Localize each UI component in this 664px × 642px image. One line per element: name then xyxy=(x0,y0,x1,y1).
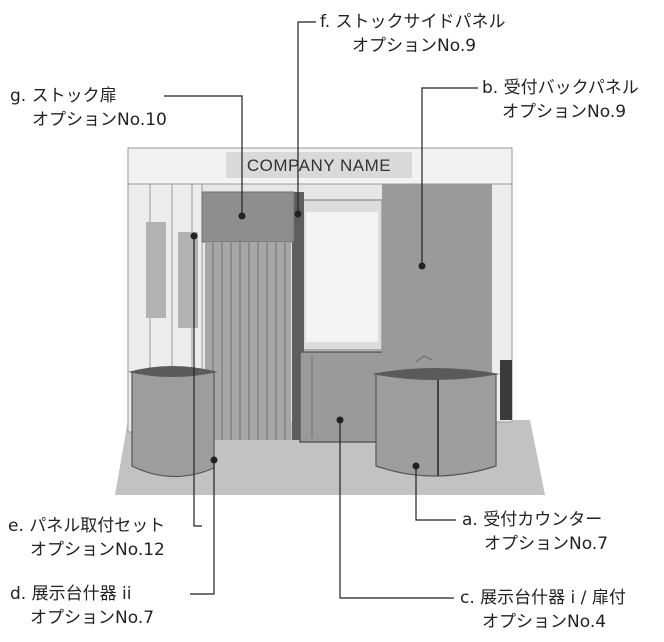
callout-a-title: a. 受付カウンター xyxy=(462,510,603,530)
callout-d-option: オプションNo.7 xyxy=(30,608,155,628)
callout-e-option: オプションNo.12 xyxy=(30,540,165,560)
callout-b-option: オプションNo.9 xyxy=(502,102,627,122)
reception-counter xyxy=(372,355,500,477)
callout-b-reception-back-panel: b. 受付バックパネル オプションNo.9 xyxy=(482,76,639,124)
callout-a-option: オプションNo.7 xyxy=(484,534,609,554)
callout-f-option: オプションNo.9 xyxy=(352,36,477,56)
callout-f-stock-side-panel: f. ストックサイドパネル オプションNo.9 xyxy=(320,10,506,58)
callout-g-stock-door: g. ストック扉 オプションNo.10 xyxy=(10,84,167,132)
callout-leaders xyxy=(164,21,478,599)
callout-f-title: f. ストックサイドパネル xyxy=(320,12,506,32)
callout-g-title: g. ストック扉 xyxy=(10,86,117,106)
reception-back-panel xyxy=(382,184,492,380)
callout-a-reception-counter: a. 受付カウンター オプションNo.7 xyxy=(462,508,608,556)
callout-b-title: b. 受付バックパネル xyxy=(482,78,639,98)
callout-d-title: d. 展示台什器 ii xyxy=(10,584,132,604)
callout-c-title: c. 展示台什器 i / 扉付 xyxy=(460,588,626,608)
callout-c-option: オプションNo.4 xyxy=(482,612,607,632)
stock-door-header xyxy=(201,191,295,243)
wall-poster xyxy=(146,222,166,318)
callout-e-panel-mount-set: e. パネル取付セット オプションNo.12 xyxy=(8,514,165,562)
wall-poster xyxy=(178,232,198,328)
callout-e-title: e. パネル取付セット xyxy=(8,516,166,536)
callout-c-display-stand-i: c. 展示台什器 i / 扉付 オプションNo.4 xyxy=(460,586,626,634)
display-stand-ii xyxy=(128,366,218,478)
company-name: COMPANY NAME xyxy=(247,156,391,175)
stock-door-curtain xyxy=(205,242,291,440)
callout-g-option: オプションNo.10 xyxy=(32,110,167,130)
callout-d-display-stand-ii: d. 展示台什器 ii オプションNo.7 xyxy=(10,582,154,630)
fascia-name-board xyxy=(226,152,412,178)
